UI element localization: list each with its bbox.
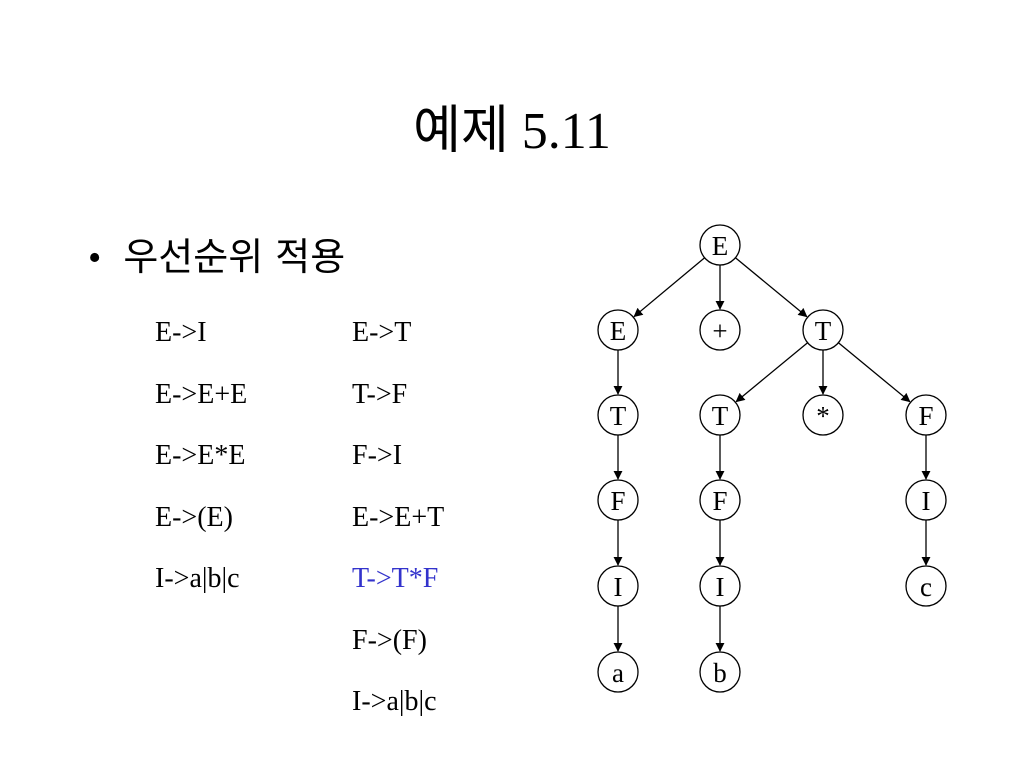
tree-node-label: I: [716, 572, 725, 602]
tree-node-a: a: [597, 651, 639, 693]
tree-node-plus: +: [699, 309, 741, 351]
tree-node-circle: [597, 479, 639, 521]
tree-node-b: b: [699, 651, 741, 693]
tree-edge-root_E-T1: [735, 257, 808, 318]
grammar-rule: F->(F): [352, 624, 427, 656]
grammar-ambiguous: E->I E->E+E E->E*E E->(E) I->a|b|c: [155, 317, 247, 625]
tree-node-circle: [699, 394, 741, 436]
tree-node-circle: [802, 309, 844, 351]
tree-edge-T1-T3: [735, 342, 808, 403]
bullet-item: • 우선순위 적용: [88, 232, 345, 283]
tree-node-circle: [802, 394, 844, 436]
tree-node-label: T: [712, 401, 729, 431]
tree-node-label: T: [610, 401, 627, 431]
tree-node-label: b: [713, 658, 727, 688]
grammar-rule: E->E+T: [352, 501, 445, 533]
tree-node-star: *: [802, 394, 844, 436]
tree-node-E1: E: [597, 309, 639, 351]
tree-node-circle: [699, 479, 741, 521]
tree-node-T1: T: [802, 309, 844, 351]
tree-node-label: +: [712, 316, 727, 346]
tree-node-label: F: [712, 486, 727, 516]
tree-node-label: I: [922, 486, 931, 516]
tree-node-circle: [905, 565, 947, 607]
bullet-icon: •: [88, 237, 102, 279]
tree-node-label: E: [712, 231, 729, 261]
tree-node-F3: F: [905, 394, 947, 436]
tree-node-I1: I: [699, 565, 741, 607]
tree-edges: [613, 257, 931, 652]
tree-node-F1: F: [699, 479, 741, 521]
grammar-rule: I->a|b|c: [352, 686, 437, 717]
tree-edge-root_E-E1: [633, 257, 706, 318]
grammar-precedence: E->T T->F F->I E->E+T T->T*F F->(F) I->a…: [352, 317, 444, 748]
grammar-rule: T->F: [352, 378, 408, 410]
tree-node-T3: T: [699, 394, 741, 436]
tree-node-circle: [597, 394, 639, 436]
tree-node-label: c: [920, 572, 932, 602]
tree-node-circle: [597, 309, 639, 351]
tree-node-I3: I: [905, 479, 947, 521]
tree-node-circle: [699, 309, 741, 351]
grammar-rule: E->E+E: [155, 378, 248, 410]
tree-node-T2: T: [597, 394, 639, 436]
tree-node-label: *: [816, 401, 830, 431]
grammar-rule-highlighted: T->T*F: [352, 563, 439, 594]
tree-edge-T1-F3: [838, 342, 911, 403]
tree-node-label: a: [612, 658, 624, 688]
tree-node-F2: F: [597, 479, 639, 521]
tree-node-circle: [597, 565, 639, 607]
tree-node-I2: I: [597, 565, 639, 607]
tree-node-root_E: E: [699, 224, 741, 266]
tree-node-c: c: [905, 565, 947, 607]
tree-node-circle: [905, 479, 947, 521]
tree-node-circle: [699, 651, 741, 693]
slide-title: 예제 5.11: [413, 103, 611, 160]
tree-node-label: F: [610, 486, 625, 516]
grammar-rule: E->I: [155, 317, 207, 348]
tree-node-circle: [699, 565, 741, 607]
grammar-rule: E->(E): [155, 501, 233, 533]
tree-node-circle: [597, 651, 639, 693]
tree-node-label: T: [815, 316, 832, 346]
grammar-rule: E->E*E: [155, 440, 246, 471]
tree-node-label: F: [918, 401, 933, 431]
tree-node-label: I: [614, 572, 623, 602]
tree-node-label: E: [610, 316, 627, 346]
bullet-text: 우선순위 적용: [123, 235, 346, 279]
grammar-rule: F->I: [352, 440, 403, 471]
tree-node-circle: [699, 224, 741, 266]
grammar-rule: E->T: [352, 317, 412, 348]
tree-node-circle: [905, 394, 947, 436]
grammar-rule: I->a|b|c: [155, 563, 240, 594]
